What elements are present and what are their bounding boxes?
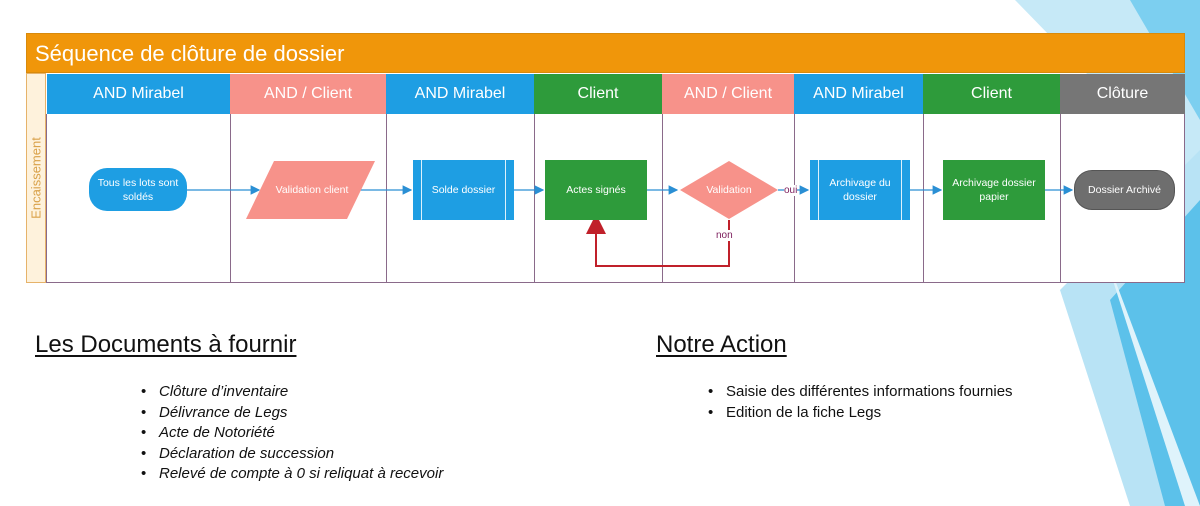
documents-list: Clôture d’inventaire Délivrance de Legs … <box>139 382 443 485</box>
archivage-papier-node: Archivage dossier papier <box>943 160 1045 220</box>
validation-decision-label: Validation <box>706 184 752 196</box>
documents-heading: Les Documents à fournir <box>35 331 297 358</box>
validation-client-label: Validation client <box>275 184 349 196</box>
archivage-node: Archivage du dossier <box>810 160 910 220</box>
list-item: Déclaration de succession <box>139 444 443 465</box>
validation-decision-node <box>680 161 778 219</box>
action-heading: Notre Action <box>656 331 787 358</box>
list-item: Relevé de compte à 0 si reliquat à recev… <box>139 464 443 485</box>
edge-label-yes: oui <box>784 185 798 196</box>
archivage-label: Archivage du dossier <box>829 177 891 203</box>
side-label-text: Encaissement <box>28 137 44 219</box>
list-item: Acte de Notoriété <box>139 423 443 444</box>
solde-dossier-node: Solde dossier <box>413 160 514 220</box>
lane-header-2: AND / Client <box>230 74 386 114</box>
list-item: Edition de la fiche Legs <box>706 403 1013 424</box>
swimlane-side-label: Encaissement <box>26 73 46 283</box>
lane-header-6: AND Mirabel <box>794 74 923 114</box>
lane-header-4: Client <box>534 74 662 114</box>
list-item: Clôture d’inventaire <box>139 382 443 403</box>
lane-header-1: AND Mirabel <box>47 74 230 114</box>
list-item: Délivrance de Legs <box>139 403 443 424</box>
action-list: Saisie des différentes informations four… <box>706 382 1013 423</box>
end-node: Dossier Archivé <box>1074 170 1175 210</box>
lane-header-3: AND Mirabel <box>386 74 534 114</box>
list-item: Saisie des différentes informations four… <box>706 382 1013 403</box>
actes-signes-node: Actes signés <box>545 160 647 220</box>
archivage-papier-label: Archivage dossier papier <box>952 177 1036 203</box>
validation-client-node <box>246 161 375 219</box>
solde-dossier-label: Solde dossier <box>431 184 496 196</box>
edge-label-no: non <box>716 230 733 241</box>
lane-header-5: AND / Client <box>662 74 794 114</box>
start-node: Tous les lots sont soldés <box>89 168 187 211</box>
lane-header-7: Client <box>923 74 1060 114</box>
lane-header-8: Clôture <box>1060 74 1185 114</box>
diagram-title: Séquence de clôture de dossier <box>26 33 1185 73</box>
